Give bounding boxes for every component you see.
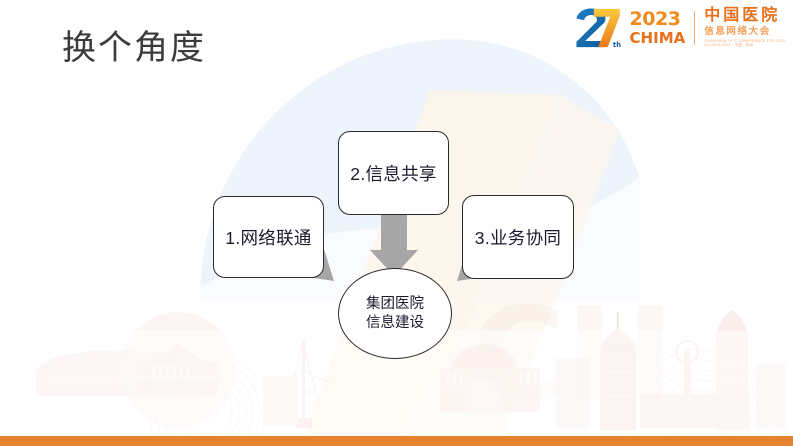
logo-cn-line1: 中国医院 <box>704 7 781 25</box>
logo-divider <box>694 11 696 45</box>
svg-text:th: th <box>612 41 620 49</box>
diagram-node-network-connectivity[interactable]: 1.网络联通 <box>213 196 324 278</box>
node-label: 3.业务协同 <box>474 227 562 248</box>
logo-brand: CHIMA <box>629 29 686 47</box>
logo-cn-line2: 信息网络大会 <box>704 26 771 38</box>
chima-conference-logo: th 2023 CHIMA 中国医院 信息网络大会 CHINA HEALTH I… <box>576 4 785 52</box>
arrow-down-center <box>370 212 418 276</box>
center-label-line2: 信息建设 <box>366 314 424 331</box>
node-label: 2.信息共享 <box>350 163 437 184</box>
diagram-node-information-sharing[interactable]: 2.信息共享 <box>338 131 449 215</box>
page-title: 换个角度 <box>62 29 206 67</box>
logo-en-line2: GOLDEN 2023 · 中国 · 杭州 <box>704 43 754 48</box>
logo-chinese-block: 中国医院 信息网络大会 CHINA HEALTH IT CONFERENCE F… <box>704 8 785 48</box>
logo-year: 2023 <box>629 8 681 30</box>
logo-year-brand: 2023 CHIMA <box>630 10 686 46</box>
center-label-line1: 集团医院 <box>366 295 424 312</box>
edition-27-mark-icon: th <box>576 8 621 49</box>
diagram-node-business-collaboration[interactable]: 3.业务协同 <box>462 195 574 279</box>
diagram-node-center-goal[interactable]: 集团医院 信息建设 <box>338 268 452 359</box>
node-label: 1.网络联通 <box>225 227 312 248</box>
logo-en-line1: CHINA HEALTH IT CONFERENCE FOR 2023 <box>704 38 785 43</box>
